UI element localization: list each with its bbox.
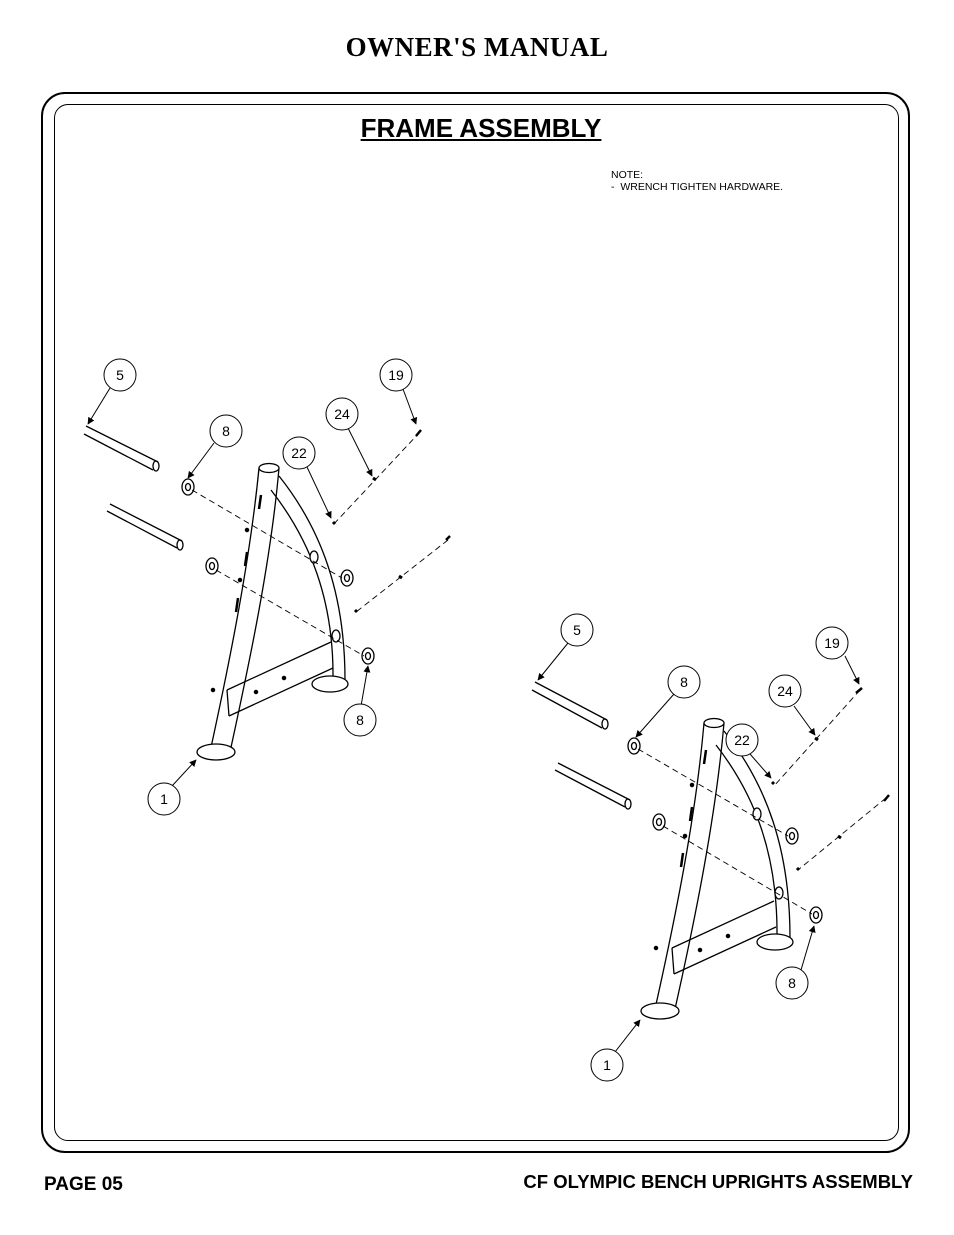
hardware-part-19-22-24 [770,687,890,872]
callout-bubble-8: 8 [667,665,701,699]
upright-frame-part-1 [196,462,349,761]
upright-assembly-left [83,425,451,761]
callout-bubble-1: 1 [590,1048,624,1082]
svg-text:5: 5 [573,622,581,638]
callout-bubble-24: 24 [768,674,802,708]
note-heading: NOTE: [611,169,644,181]
callout-bubble-8: 8 [209,414,243,448]
assembly-lines [637,689,887,915]
svg-text:5: 5 [116,367,124,383]
callout-bubble-19: 19 [379,358,413,392]
svg-text:8: 8 [680,674,688,690]
svg-text:1: 1 [160,791,168,807]
weight-horn-part-5 [531,681,632,810]
svg-text:19: 19 [824,635,840,651]
page-border-outer [41,92,910,1153]
callouts-right [537,642,860,1053]
document-title: CF OLYMPIC BENCH UPRIGHTS ASSEMBLY [523,1171,913,1192]
callout-bubble-22: 22 [282,436,316,470]
section-title: FRAME ASSEMBLY [360,113,602,143]
svg-text:24: 24 [334,406,350,422]
callout-bubble-22: 22 [725,723,759,757]
callouts-left [87,387,418,787]
callout-bubble-8: 8 [343,703,377,737]
spacer-part-8 [181,478,375,665]
svg-text:8: 8 [222,423,230,439]
callout-bubble-8: 8 [775,966,809,1000]
svg-text:24: 24 [777,683,793,699]
callout-bubble-24: 24 [325,397,359,431]
svg-text:8: 8 [356,712,364,728]
callout-bubble-1: 1 [147,782,181,816]
manual-title: OWNER'S MANUAL [345,32,609,62]
callout-bubble-19: 19 [815,626,849,660]
hardware-part-19-22-24 [331,429,451,614]
page-number: PAGE 05 [44,1174,123,1195]
assembly-note: NOTE: - WRENCH TIGHTEN HARDWARE. [611,169,783,193]
callout-bubble-5: 5 [560,613,594,647]
upright-assembly-right [531,681,890,1020]
weight-horn-part-5 [83,425,184,551]
page-border-inner [54,104,899,1141]
note-line: - WRENCH TIGHTEN HARDWARE. [611,181,784,193]
svg-text:8: 8 [788,975,796,991]
svg-text:19: 19 [388,367,404,383]
svg-text:1: 1 [603,1057,611,1073]
spacer-part-8 [627,737,823,924]
callout-bubble-5: 5 [103,358,137,392]
upright-frame-part-1 [640,717,794,1020]
svg-text:22: 22 [734,732,750,748]
svg-text:22: 22 [291,445,307,461]
